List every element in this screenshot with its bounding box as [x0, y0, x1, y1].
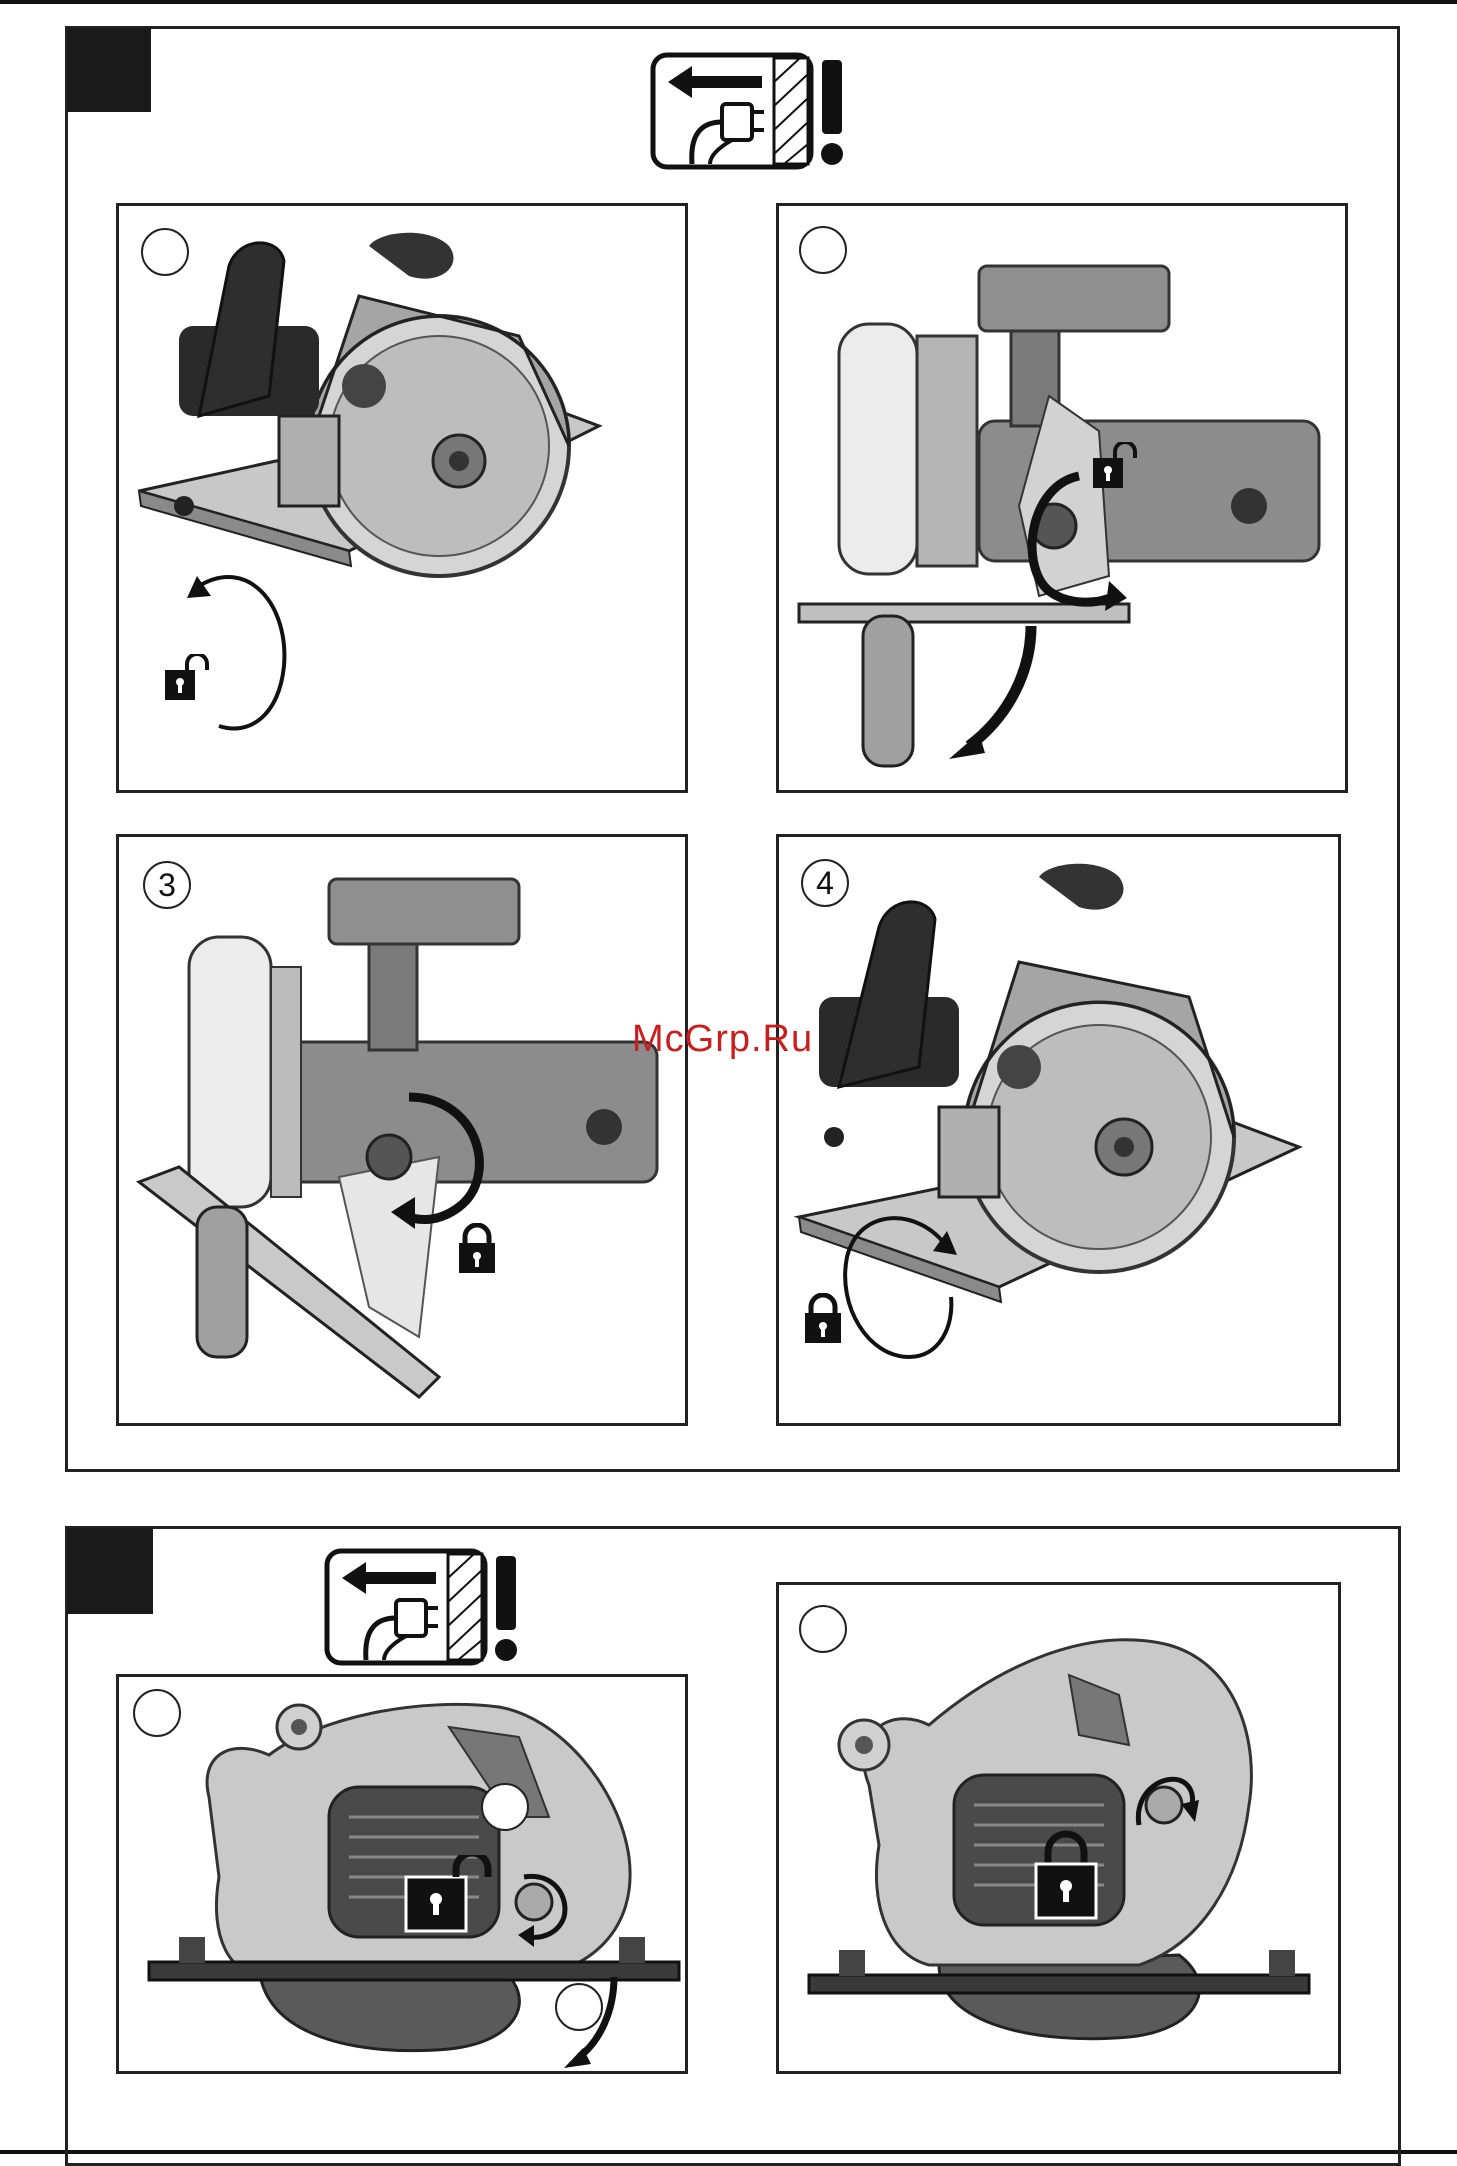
section-a-tab: [67, 28, 151, 112]
down-arrow-icon: [939, 621, 1049, 761]
watermark: McGrp.Ru: [632, 1018, 813, 1061]
panel-a2: [776, 203, 1348, 793]
panel-a4: 4: [776, 834, 1341, 1426]
section-b-tab: [67, 1528, 153, 1614]
lock-icon: [1034, 1830, 1098, 1920]
unplug-warning-icon: [324, 1548, 524, 1668]
rotation-arrow-icon: [514, 1867, 574, 1947]
rotation-arrow-icon: [179, 546, 299, 746]
rotation-arrow-icon: [389, 1087, 499, 1237]
unlock-icon: [404, 1855, 499, 1935]
unplug-warning-icon: [650, 52, 850, 172]
saw-illustration: [779, 1585, 1338, 2071]
unlock-icon: [163, 654, 223, 704]
panel-a1: [116, 203, 688, 793]
panel-b1: [116, 1674, 688, 2074]
rotation-arrow-icon: [829, 1187, 959, 1377]
down-arrow-icon: [559, 1972, 629, 2072]
lock-icon: [457, 1223, 497, 1275]
panel-a3: 3: [116, 834, 688, 1426]
panel-b2: [776, 1582, 1341, 2074]
unlock-icon: [1091, 442, 1151, 492]
lock-icon: [803, 1293, 843, 1345]
rotation-arrow-icon: [1129, 1770, 1199, 1840]
sub-step-marker: [481, 1783, 529, 1831]
top-rule: [0, 0, 1457, 4]
